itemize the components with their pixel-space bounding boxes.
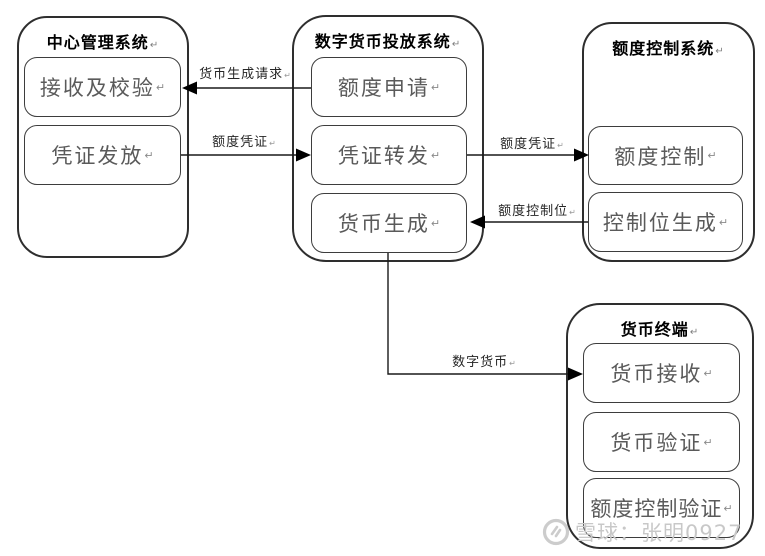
paragraph-mark: ↵: [430, 80, 441, 94]
paragraph-mark: ↵: [689, 327, 700, 338]
edge-label-text: 数字货币: [452, 355, 509, 370]
edge-label-currency-generation-request: 货币生成请求↵: [185, 63, 305, 82]
node-voucher-forwarding: 凭证转发↵: [311, 125, 467, 185]
paragraph-mark: ↵: [703, 435, 713, 449]
container-title: 数字货币投放系统↵: [294, 28, 482, 52]
paragraph-mark: ↵: [284, 71, 291, 80]
edge-label-digital-currency: 数字货币↵: [434, 351, 534, 370]
paragraph-mark: ↵: [155, 80, 166, 94]
paragraph-mark: ↵: [723, 501, 733, 515]
node-quota-control-verification: 额度控制验证↵: [583, 478, 740, 538]
edge-label-text: 货币生成请求: [199, 67, 284, 82]
edge-label-text: 额度控制位: [498, 204, 569, 219]
container-title-text: 数字货币投放系统: [314, 32, 451, 51]
node-control-bit-generation: 控制位生成↵: [588, 192, 743, 252]
node-label: 额度控制: [614, 144, 707, 169]
paragraph-mark: ↵: [430, 148, 441, 162]
node-label: 凭证发放: [51, 144, 144, 168]
node-label: 额度申请: [337, 76, 430, 100]
paragraph-mark: ↵: [707, 149, 717, 162]
paragraph-mark: ↵: [430, 216, 441, 230]
node-label: 货币接收: [610, 362, 703, 386]
edge-label-quota-control-bit: 额度控制位↵: [477, 200, 597, 219]
edge-label-text: 额度凭证: [212, 135, 269, 150]
paragraph-mark: ↵: [557, 141, 564, 150]
paragraph-mark: ↵: [569, 208, 576, 217]
watermark-text: 雪球：张明0927: [575, 521, 743, 545]
xueqiu-logo-icon: [542, 518, 570, 546]
node-voucher-issuance: 凭证发放↵: [24, 125, 181, 185]
paragraph-mark: ↵: [509, 359, 516, 368]
container-title: 额度控制系统↵: [584, 35, 753, 59]
node-label: 货币生成: [337, 212, 430, 236]
paragraph-mark: ↵: [269, 139, 276, 148]
node-label: 额度控制验证: [590, 497, 723, 521]
watermark: 雪球：张明0927: [542, 517, 742, 547]
node-currency-generation: 货币生成↵: [311, 193, 467, 253]
edge-label-text: 额度凭证: [500, 137, 557, 152]
paragraph-mark: ↵: [144, 148, 154, 162]
node-currency-verification: 货币验证↵: [583, 412, 740, 472]
node-label: 接收及校验: [39, 76, 155, 100]
node-quota-control: 额度控制↵: [588, 126, 743, 185]
node-quota-application: 额度申请↵: [311, 57, 467, 117]
container-title-text: 中心管理系统: [46, 33, 149, 52]
node-label: 控制位生成: [602, 211, 718, 235]
container-title-text: 货币终端: [620, 320, 689, 339]
edge-label-quota-voucher-left: 额度凭证↵: [194, 131, 294, 150]
paragraph-mark: ↵: [715, 46, 725, 57]
node-label: 货币验证: [610, 431, 703, 455]
paragraph-mark: ↵: [718, 215, 729, 229]
node-label: 凭证转发: [337, 144, 430, 168]
node-receive-and-verify: 接收及校验↵: [24, 57, 181, 117]
paragraph-mark: ↵: [451, 39, 462, 50]
node-currency-receiving: 货币接收↵: [583, 343, 740, 403]
paragraph-mark: ↵: [149, 40, 160, 51]
container-title: 货币终端↵: [568, 316, 752, 340]
container-title-text: 额度控制系统: [612, 39, 715, 58]
edge-label-quota-voucher-right: 额度凭证↵: [482, 133, 582, 152]
container-title: 中心管理系统↵: [19, 29, 187, 53]
paragraph-mark: ↵: [703, 366, 713, 380]
